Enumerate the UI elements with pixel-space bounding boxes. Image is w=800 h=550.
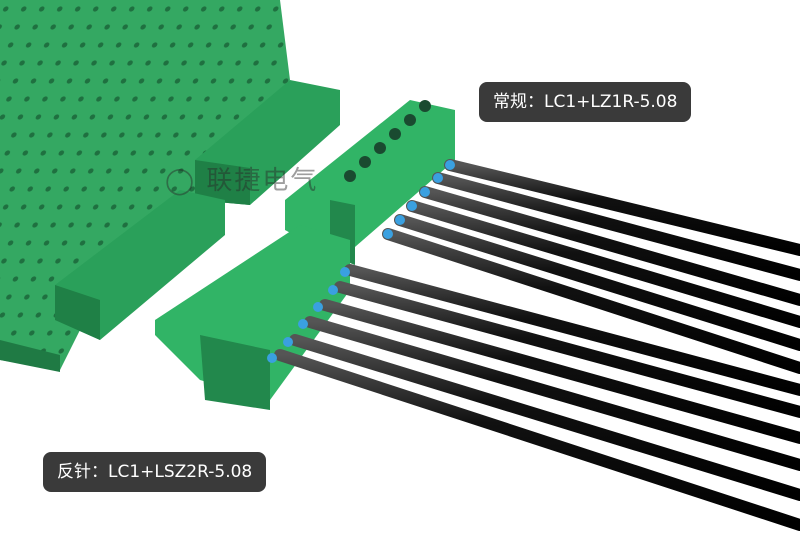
watermark-logo: ◯ 联捷电气 (165, 166, 319, 196)
label-standard: 常规：LC1+LZ1R-5.08 (479, 82, 692, 122)
label-reverse: 反针：LC1+LSZ2R-5.08 (43, 452, 267, 492)
wires (274, 159, 800, 531)
male-header-bottom (55, 190, 225, 340)
male-header-top (195, 80, 340, 205)
wire-ferrules (267, 160, 455, 363)
